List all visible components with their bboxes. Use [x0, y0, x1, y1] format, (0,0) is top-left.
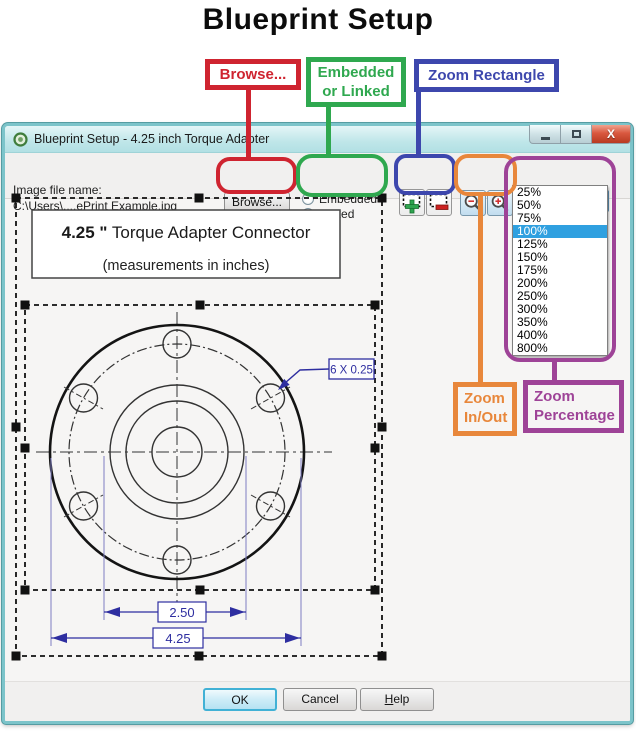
- page-title: Blueprint Setup: [202, 3, 434, 36]
- zoom-rectangle-callout-label: Zoom Rectangle: [414, 59, 559, 92]
- zoom-option[interactable]: 125%: [517, 237, 548, 251]
- embedded-linked-callout-line: [326, 101, 331, 157]
- zoom-percentage-callout-label: Zoom Percentage: [523, 380, 624, 433]
- zoom-option[interactable]: 400%: [517, 328, 548, 342]
- zoom-option[interactable]: 50%: [517, 198, 542, 212]
- zoom-option[interactable]: 75%: [517, 211, 542, 225]
- zoom-option[interactable]: 250%: [517, 289, 548, 303]
- zoom-inout-callout-line1: Zoom: [464, 390, 505, 407]
- image-file-path: C:\Users\....ePrint Example.jpg: [13, 199, 178, 213]
- window-title: Blueprint Setup - 4.25 inch Torque Adapt…: [34, 132, 270, 146]
- zoom-option[interactable]: 200%: [517, 276, 548, 290]
- zoom-option[interactable]: 300%: [517, 302, 548, 316]
- ok-button[interactable]: OK: [203, 688, 277, 711]
- radio-linked[interactable]: Linked: [302, 207, 354, 221]
- radio-linked-label: Linked: [319, 207, 355, 221]
- zoom-option[interactable]: 175%: [517, 263, 548, 277]
- app-icon: [13, 132, 28, 147]
- help-label: Help: [384, 692, 410, 706]
- zoom-percentage-callout-line: [552, 360, 557, 383]
- close-button[interactable]: X: [591, 125, 631, 144]
- image-file-label: Image file name:: [13, 183, 102, 197]
- browse-callout-label: Browse...: [205, 59, 301, 90]
- zoom-inout-callout-line: [478, 194, 483, 384]
- cancel-button[interactable]: Cancel: [283, 688, 357, 711]
- zoom-rectangle-callout-line: [416, 88, 421, 156]
- maximize-icon: [571, 130, 581, 138]
- zoom-option[interactable]: 100%: [513, 225, 607, 238]
- help-button[interactable]: Help: [360, 688, 434, 711]
- zoom-option[interactable]: 25%: [517, 185, 542, 199]
- zoom-option[interactable]: 150%: [517, 250, 548, 264]
- zoom-inout-callout-label: Zoom In/Out: [453, 382, 517, 436]
- window-controls: X: [529, 125, 631, 144]
- ok-label: OK: [231, 693, 249, 707]
- radio-linked-circle[interactable]: [302, 208, 314, 220]
- minimize-button[interactable]: [529, 125, 561, 144]
- zoom-percentage-callout-line1: Zoom: [534, 388, 575, 405]
- browse-button[interactable]: Browse...: [224, 192, 290, 213]
- dialog-button-row: OK Cancel Help: [5, 681, 630, 721]
- zoom-rectangle-in-icon: [402, 193, 421, 214]
- embedded-linked-callout-label: Embedded or Linked: [306, 57, 406, 107]
- maximize-button[interactable]: [561, 125, 591, 144]
- zoom-option[interactable]: 800%: [517, 341, 548, 355]
- minimize-icon: [540, 136, 550, 140]
- zoom-option[interactable]: 350%: [517, 315, 548, 329]
- close-icon: X: [606, 127, 615, 141]
- zoom-rectangle-highlight-outline: [394, 154, 456, 195]
- zoom-rectangle-out-icon: [429, 193, 449, 210]
- zoom-percentage-callout-line2: Percentage: [534, 407, 615, 424]
- embedded-callout-line2: or Linked: [322, 83, 390, 100]
- zoom-percentage-highlight-outline: [504, 156, 616, 362]
- zoom-percentage-list[interactable]: 25%50%75%100%125%150%175%200%250%300%350…: [512, 185, 608, 356]
- embedded-linked-highlight-outline: [296, 154, 388, 197]
- zoom-inout-callout-line2: In/Out: [464, 409, 508, 426]
- embedded-callout-line1: Embedded: [317, 64, 395, 81]
- browse-callout-line: [246, 86, 251, 160]
- browse-highlight-outline: [216, 157, 297, 194]
- titlebar[interactable]: Blueprint Setup - 4.25 inch Torque Adapt…: [5, 125, 631, 153]
- cancel-label: Cancel: [301, 692, 339, 706]
- zoom-out-icon: [464, 194, 482, 212]
- zoom-inout-highlight-outline: [454, 154, 517, 196]
